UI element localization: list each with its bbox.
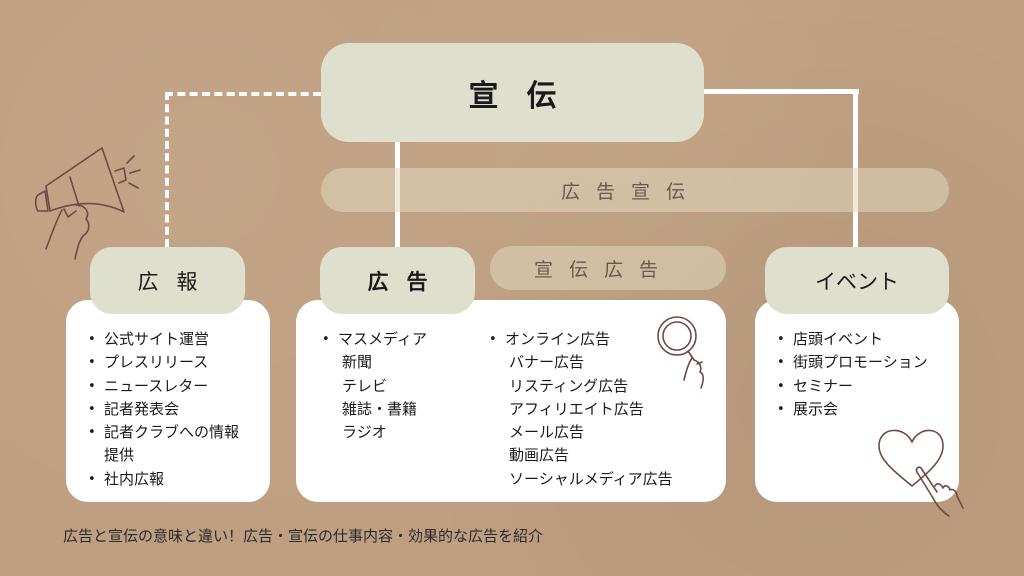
list-item: バナー広告 xyxy=(509,353,585,372)
page-title: 宣伝 xyxy=(468,78,585,114)
pr-card: 公式サイト運営 プレスリリース ニュースレター 記者発表会 記者クラブへの情報 … xyxy=(66,300,270,502)
list-item: 店頭イベント xyxy=(777,328,928,352)
list-item: ソーシャルメディア広告 xyxy=(509,469,673,488)
list-item: 街頭プロモーション xyxy=(777,351,928,375)
list-item: 新聞 xyxy=(342,353,373,372)
pr-list: 公式サイト運営 プレスリリース ニュースレター 記者発表会 記者クラブへの情報 … xyxy=(88,328,239,491)
band-label: 広告宣伝 xyxy=(561,180,702,203)
heart-touch-icon xyxy=(878,429,964,517)
list-item: 提供 xyxy=(104,446,135,465)
event-list: 店頭イベント 街頭プロモーション セミナー 展示会 xyxy=(777,328,928,421)
dashed-connector-pr xyxy=(165,92,321,247)
band-koukoku-senden: 広告宣伝 xyxy=(321,168,949,212)
list-item: メール広告 xyxy=(509,423,585,442)
list-item: アフィリエイト広告 xyxy=(509,399,644,418)
list-item: 社内広報 xyxy=(88,468,239,492)
category-label: イベント xyxy=(815,269,899,294)
list-item: マスメディア xyxy=(322,328,427,352)
list-item: セミナー xyxy=(777,375,928,399)
list-item: ラジオ xyxy=(342,423,387,442)
event-head: イベント xyxy=(765,247,949,314)
ads-card: マスメディア 新聞 テレビ 雑誌・書籍 ラジオ オンライン広告 バナー広告 リス… xyxy=(296,300,726,502)
event-card: 店頭イベント 街頭プロモーション セミナー 展示会 xyxy=(755,300,959,502)
ads-list-online: オンライン広告 バナー広告 リスティング広告 アフィリエイト広告 メール広告 動… xyxy=(489,328,673,491)
list-item: 雑誌・書籍 xyxy=(342,399,418,418)
list-item: 展示会 xyxy=(777,398,928,422)
category-label: 広告 xyxy=(367,269,446,294)
list-item: 動画広告 xyxy=(509,446,570,465)
ads-list-mass-media: マスメディア 新聞 テレビ 雑誌・書籍 ラジオ xyxy=(322,328,427,444)
footer-caption: 広告と宣伝の意味と違い！広告・宣伝の仕事内容・効果的な広告を紹介 xyxy=(63,527,544,545)
list-item: リスティング広告 xyxy=(509,376,629,395)
pr-head: 広報 xyxy=(90,247,245,314)
band-label: 宣伝広告 xyxy=(534,258,675,281)
senden-title-box: 宣伝 xyxy=(321,43,704,142)
category-label: 広報 xyxy=(137,269,216,294)
list-item: オンライン広告 xyxy=(489,328,673,352)
list-item: プレスリリース xyxy=(88,351,239,375)
list-item: テレビ xyxy=(342,376,388,395)
megaphone-icon xyxy=(34,147,141,260)
magnifier-icon xyxy=(657,316,704,389)
list-item: 記者発表会 xyxy=(88,398,239,422)
connector-event-h xyxy=(702,89,859,94)
list-item: ニュースレター xyxy=(88,375,239,399)
band-senden-koukoku: 宣伝広告 xyxy=(490,246,726,290)
list-item: 公式サイト運営 xyxy=(88,328,239,352)
list-item: 記者クラブへの情報 xyxy=(88,421,239,445)
ads-head: 広告 xyxy=(320,247,475,314)
